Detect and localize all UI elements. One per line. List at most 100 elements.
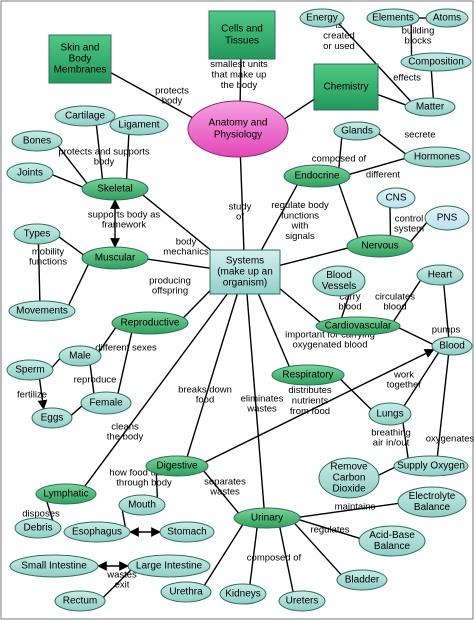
node-label: Composition [408, 57, 464, 68]
link-label-text: composed of [312, 154, 367, 165]
edge-anatomy-systems [239, 156, 245, 251]
edge-lymphatic-debris [46, 501, 54, 521]
node-oval [54, 105, 116, 127]
edge-digestive-blood [205, 348, 435, 463]
link-label-text: smallest units [210, 59, 268, 70]
link-label-text: secrete [404, 130, 435, 141]
link-label: regulates [310, 525, 349, 536]
link-label-text: body [176, 236, 197, 247]
node-label: Ligament [118, 120, 159, 131]
node-oval [278, 590, 326, 612]
node-label: Skin and [61, 43, 100, 54]
node-label: Debris [24, 523, 53, 534]
edge-cells-anatomy [239, 58, 242, 102]
node-oval [219, 583, 267, 605]
node-large-intestine: Large Intestine [127, 554, 211, 578]
edge-male-female [89, 364, 95, 394]
node-oval [160, 581, 212, 603]
node-label: Body [69, 54, 92, 65]
link-label-text: that make up [212, 70, 267, 81]
node-oval [118, 494, 166, 516]
node-oval [6, 162, 54, 184]
link-label-text: created [323, 31, 355, 42]
edge-large-intestine-rectum [102, 569, 132, 598]
node-label: Dioxide [332, 484, 366, 495]
node-label: Nervous [361, 241, 398, 252]
edge-urinary-urethra [203, 524, 244, 586]
node-oval [58, 345, 102, 367]
edge-sperm-eggs [37, 378, 48, 410]
edge-female-eggs [70, 405, 83, 416]
node-oval [13, 223, 61, 245]
node-oval [283, 164, 351, 188]
link-label-text: with [291, 221, 309, 232]
link-label-text: wastes [209, 487, 240, 498]
edge-urinary-electrolyte [299, 502, 399, 518]
link-label-text: building [402, 25, 435, 36]
link-label: fertilize [17, 390, 47, 401]
node-small-intestine: Small Intestine [9, 554, 99, 578]
node-oval [403, 146, 471, 168]
node-oval [63, 521, 131, 543]
link-label-text: how food travels [109, 467, 178, 478]
edge-endocrine-systems [260, 184, 298, 251]
edge-skin-anatomy [110, 72, 193, 119]
node-heart: Heart [416, 264, 464, 286]
node-oval [127, 554, 211, 578]
node-urinary: Urinary [233, 507, 301, 529]
node-oval [400, 52, 472, 72]
edge-urinary-kidneys [249, 527, 258, 585]
link-label-text: regulate body [271, 200, 329, 211]
node-oval [299, 8, 345, 28]
node-label: Muscular [95, 253, 136, 264]
node-stomach: Stomach [159, 521, 215, 543]
node-reproductive: Reproductive [111, 311, 189, 335]
link-label-text: from food [290, 406, 330, 417]
edge-cartilage-skeletal [95, 125, 104, 179]
link-label-text: blood [338, 302, 361, 313]
node-cartilage: Cartilage [54, 105, 116, 127]
link-label: oxygenates [426, 434, 474, 445]
node-bones: Bones [11, 130, 63, 152]
link-label-text: wastes [106, 569, 137, 580]
node-label: Ureters [286, 596, 319, 607]
link-label: different sexes [95, 343, 157, 354]
link-label-text: wastes [246, 404, 277, 415]
node-nervous: Nervous [346, 234, 414, 258]
edge-joints-skeletal [52, 174, 83, 188]
edge-male-sperm [51, 358, 61, 368]
node-oval [358, 525, 426, 557]
link-label: effects [393, 73, 421, 84]
link-label-text: framework [102, 220, 147, 231]
node-oval [35, 483, 97, 505]
node-lungs: Lungs [368, 402, 412, 426]
node-types: Types [13, 223, 61, 245]
link-label-text: breathing [371, 427, 411, 438]
edge-mouth-esophagus [121, 510, 126, 527]
edge-glands-endocrine [338, 137, 343, 168]
node-oval [368, 402, 412, 426]
node-oval [187, 100, 289, 158]
node-atoms: Atoms [425, 8, 469, 28]
edge-lungs-supply-oxygen [402, 422, 409, 459]
node-oval [111, 311, 189, 335]
node-label: Large Intestine [136, 561, 203, 572]
node-hormones: Hormones [403, 146, 471, 168]
node-label: Balance [414, 502, 451, 513]
link-label-text: regulates [310, 525, 349, 536]
link-label-text: is [336, 20, 343, 31]
node-esophagus: Esophagus [63, 521, 131, 543]
node-label: Physiology [214, 130, 262, 141]
link-label-text: body [162, 96, 183, 107]
